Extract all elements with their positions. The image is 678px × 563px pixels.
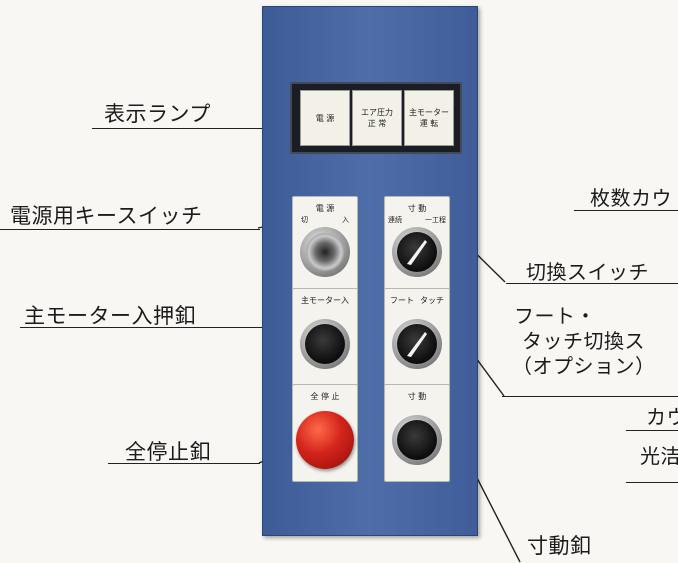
power-off-text: 切: [301, 216, 308, 224]
inch-button-label: 寸動釦: [527, 534, 592, 558]
indicator-lamp-rule: [92, 128, 264, 130]
main-motor-button-face: [305, 324, 345, 364]
foot-touch-rule: [502, 396, 678, 398]
foot-touch-label-line1: フート・: [514, 304, 596, 328]
photo-partial-rule: [626, 482, 678, 484]
power-on-text: 入: [342, 216, 349, 224]
mode-selector-switch[interactable]: 寸 動 連続 一工程: [384, 196, 450, 294]
main-motor-button-rule: [20, 327, 264, 329]
counter-partial-label: カウ: [646, 405, 678, 429]
keyhole-icon: [306, 233, 344, 271]
inch-button-face: [397, 420, 437, 460]
emergency-stop-mushroom-button[interactable]: [296, 411, 354, 469]
emergency-stop-plate-text: 全 停 止: [310, 392, 340, 401]
foot-touch-label-line3: （オプション）: [512, 354, 656, 378]
power-key-switch-label: 電源用キースイッチ: [10, 204, 203, 228]
selector-switch-label: 切換スイッチ: [526, 260, 649, 284]
main-motor-running-lamp-text: 主モーター 運 転: [409, 108, 449, 128]
selector-switch-rule: [506, 283, 678, 285]
mode-right-text: 一工程: [425, 216, 446, 224]
pointer-arrow-icon: [407, 240, 427, 265]
counter-partial-rule: [626, 430, 678, 432]
power-key-switch[interactable]: 電 源 切 入: [292, 196, 358, 294]
sheet-counter-rule: [574, 210, 678, 212]
emergency-stop-switch[interactable]: 全 停 止: [292, 384, 358, 482]
sheet-counter-label: 枚数カウ: [590, 186, 672, 210]
foot-touch-selector-switch[interactable]: フート タッチ: [384, 288, 450, 386]
inch-push-button[interactable]: 寸 動: [384, 384, 450, 482]
indicator-lamp-label: 表示ランプ: [104, 102, 211, 126]
power-lamp-text: 電 源: [315, 113, 335, 123]
main-motor-running-lamp: 主モーター 運 転: [404, 90, 454, 146]
mode-left-text: 連続: [388, 216, 402, 224]
emergency-stop-rule: [108, 463, 260, 465]
foot-text: フート: [390, 296, 414, 305]
main-motor-button-label: 主モーター入押釦: [24, 304, 196, 328]
foot-touch-knob-face: [397, 324, 437, 364]
power-key-switch-plate-text: 電 源: [315, 204, 335, 213]
inch-plate-text: 寸 動: [407, 392, 427, 401]
main-motor-plate-text: 主モーター入: [301, 296, 349, 305]
mode-selector-plate-text: 寸 動: [407, 204, 427, 213]
air-pressure-lamp: エア圧力 正 常: [352, 90, 402, 146]
touch-text: タッチ: [420, 296, 444, 305]
foot-touch-label-line2: タッチ切換ス: [522, 329, 645, 353]
main-motor-button-cap[interactable]: [300, 319, 350, 369]
selector-knob-face: [397, 232, 437, 272]
air-pressure-lamp-text: エア圧力 正 常: [361, 108, 393, 128]
selector-knob[interactable]: [392, 227, 442, 277]
power-key-switch-rule: [0, 229, 260, 231]
power-lamp: 電 源: [300, 90, 350, 146]
emergency-stop-label: 全停止釦: [125, 440, 211, 464]
foot-touch-knob[interactable]: [392, 319, 442, 369]
photo-partial-label: 光洁: [640, 444, 678, 468]
pointer-arrow-icon: [407, 332, 427, 357]
main-motor-push-button[interactable]: 主モーター入: [292, 288, 358, 386]
inch-button-cap[interactable]: [392, 415, 442, 465]
key-cylinder[interactable]: [300, 227, 350, 277]
